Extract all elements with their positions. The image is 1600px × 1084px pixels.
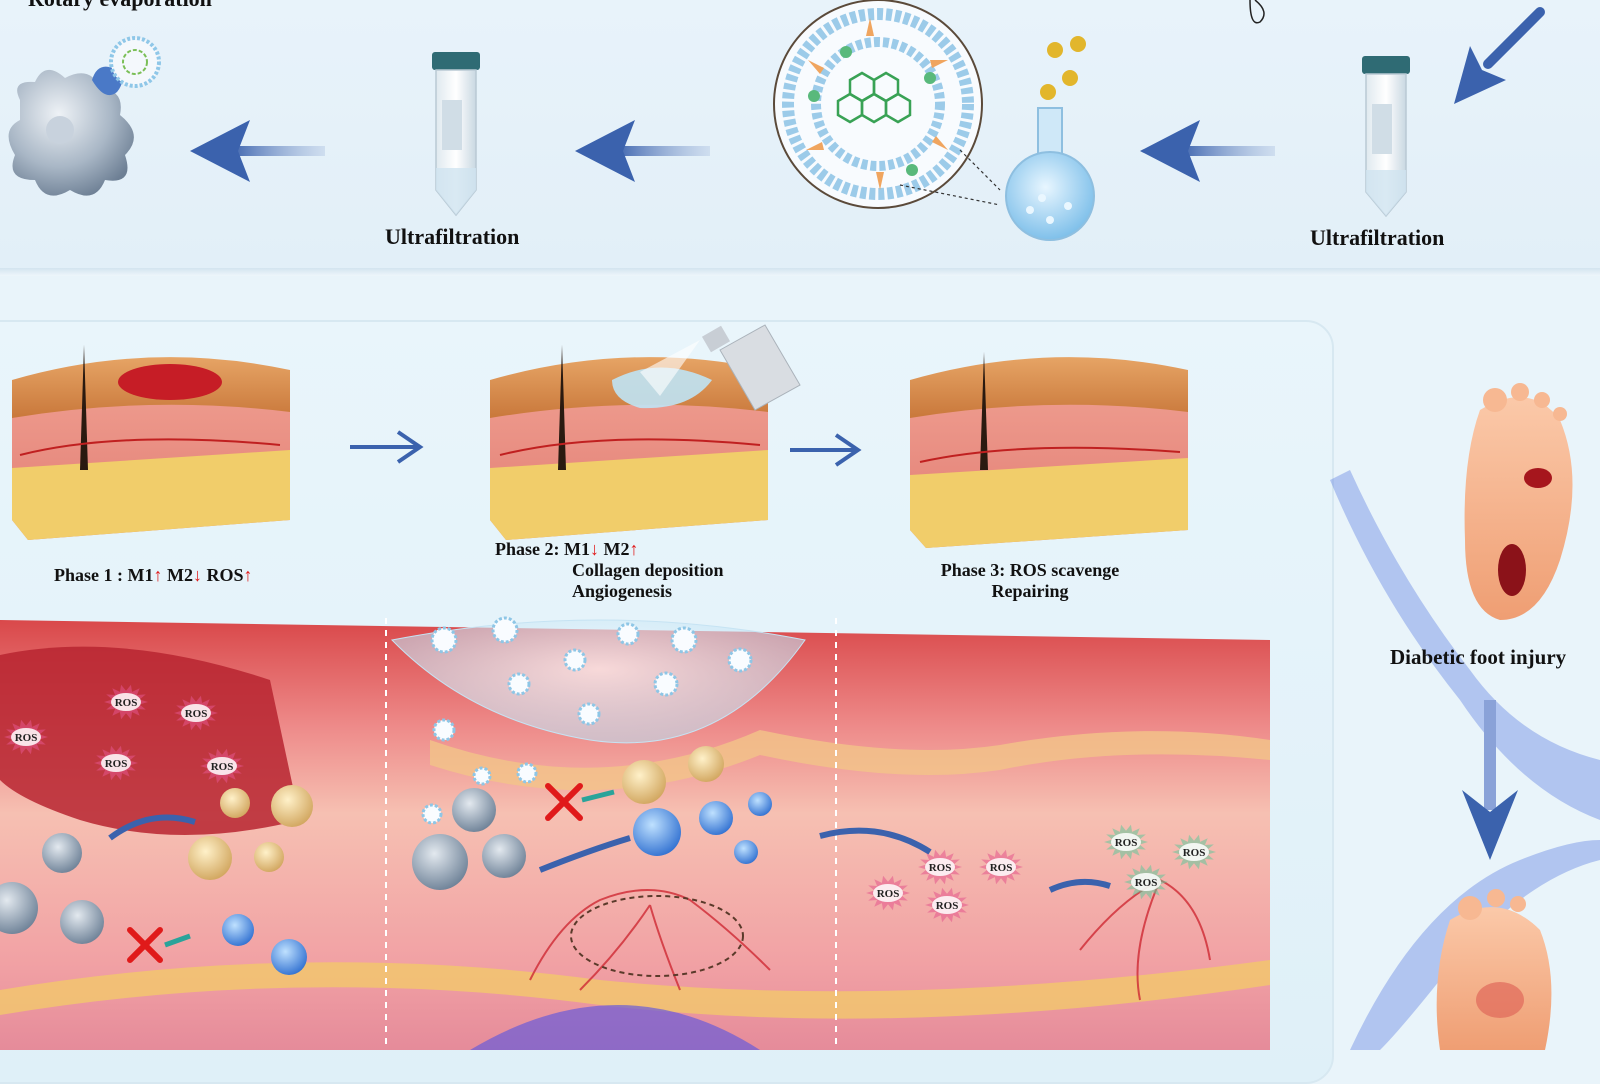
diabetic-foot-lower [1436,889,1552,1050]
top-arrow-2 [575,120,710,182]
block-mark-2 [545,783,583,821]
m1-macrophages [0,788,526,944]
ros-marker: ROS [979,849,1023,885]
diabetic-foot-label: Diabetic foot injury [1390,645,1567,669]
diabetic-foot-upper [1464,383,1573,620]
ros-marker: ROS [918,849,962,885]
liposome-particles [421,616,753,825]
ros-text: ROS [15,732,38,744]
rotary-evaporation-label: Rotary evaporation [28,0,212,12]
ultrafiltration-label-left: Ultrafiltration [385,224,520,249]
ros-text: ROS [1183,847,1206,859]
phase3-label: Phase 3: ROS scavenge Repairing [930,560,1130,602]
partial-shape [1249,0,1265,24]
curved-arrow-3 [819,827,932,855]
bottom-illustration: ROS ROS ROS ROS ROS ROS ROS ROS ROS ROS ROS ROS [0,324,1600,1050]
phase3-line2: Repairing [991,581,1069,601]
ros-text: ROS [105,758,128,770]
ros-text: ROS [929,862,952,874]
skin-block-phase2 [490,345,768,540]
block-arrow-2 [581,789,615,803]
ros-markers: ROS ROS ROS ROS ROS ROS ROS ROS ROS ROS ROS ROS [4,684,1216,923]
spray-can [640,324,801,411]
fat-layer [0,960,1270,1019]
ros-marker: ROS [925,887,969,923]
curved-arrow-4 [1048,878,1111,893]
phase-arrow-2 [790,433,862,467]
ros-marker: ROS [4,719,48,755]
yellow-cells [188,746,724,880]
ros-marker: ROS [94,745,138,781]
m2-cells [222,792,772,975]
top-arrow-3 [1140,120,1275,182]
ros-marker: ROS [1172,834,1216,870]
ros-text: ROS [115,697,138,709]
curved-arrow-2 [538,835,631,873]
phase2-line3: Angiogenesis [572,581,673,601]
ros-text: ROS [1135,877,1158,889]
right-ribbon-upper [1330,470,1600,820]
skin-block-phase3 [910,352,1188,548]
ultrafiltration-tube-right [1362,56,1410,218]
ros-marker: ROS [104,684,148,720]
top-arrow-diagonal [1454,7,1545,104]
top-divider [0,268,1600,276]
ros-text: ROS [185,708,208,720]
top-illustration [8,0,1545,241]
collagen-inset [570,895,744,977]
ros-text: ROS [211,761,234,773]
macrophage-cell [8,36,161,196]
phase1-label: Phase 1 : M1↑ M2↓ ROS↑ [54,565,253,585]
liposome-graphene-inset [773,0,1001,209]
block-arrow-1 [164,933,191,948]
phase2-line2: Collagen deposition [572,560,724,580]
top-arrow-1 [190,120,325,182]
blood-vessels [529,878,1211,1001]
ros-marker: ROS [174,695,218,731]
phase-arrow-1 [350,430,424,464]
hydrogel-dome [390,619,806,744]
ros-marker: ROS [866,875,910,911]
ultrafiltration-label-right: Ultrafiltration [1310,225,1445,250]
phase2-label: Phase 2: M1↓ M2↑ Collagen deposition Ang… [495,539,724,601]
ros-text: ROS [1115,837,1138,849]
curved-arrow-1 [108,814,196,841]
round-flask [1005,36,1095,241]
down-arrow [1462,700,1518,860]
ros-text: ROS [936,900,959,912]
ultrafiltration-tube-left [432,52,480,217]
ros-text: ROS [990,862,1013,874]
skin-block-phase1 [12,345,290,540]
block-mark-1 [127,927,163,963]
right-ribbon-lower [1350,840,1600,1050]
wound-bed [0,646,300,835]
ros-marker: ROS [200,748,244,784]
phase3-line1: Phase 3: ROS scavenge [940,560,1120,580]
ros-marker: ROS [1124,864,1168,900]
ros-marker: ROS [1104,824,1148,860]
ros-text: ROS [877,888,900,900]
